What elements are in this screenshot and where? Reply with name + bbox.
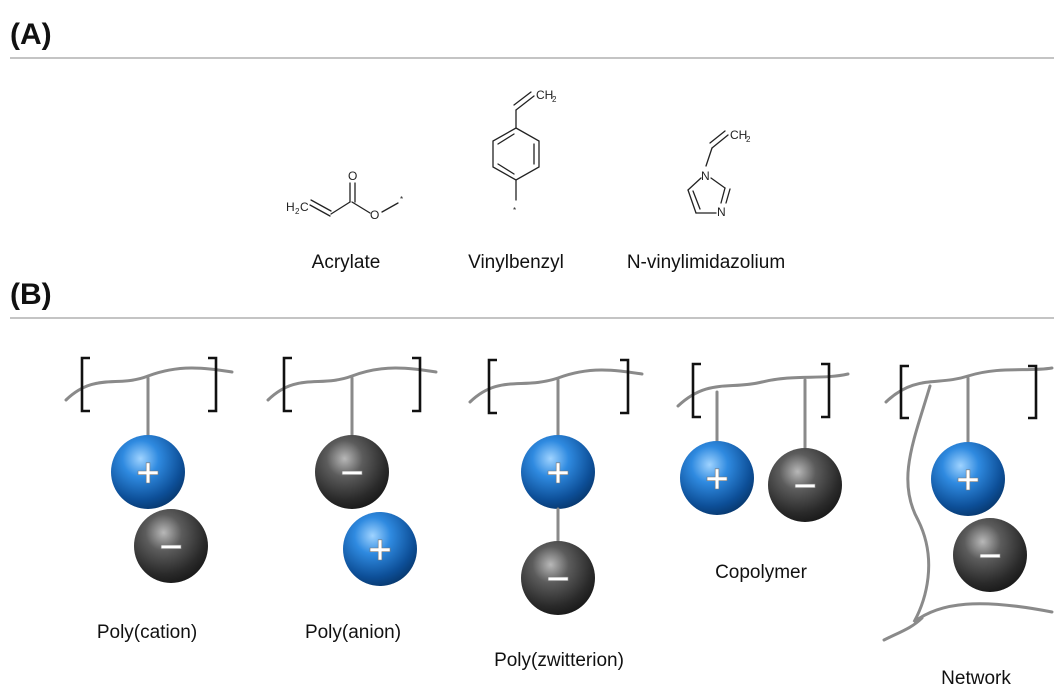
- acrylate-bond: [351, 201, 371, 214]
- acrylate-structure: H 2 C O O *: [286, 169, 403, 222]
- negative-sign: −: [545, 559, 572, 597]
- anion-ball: [521, 541, 595, 615]
- anion-sphere: −: [315, 435, 389, 509]
- cation-ball: [343, 512, 417, 586]
- imidazole-double-bond: [725, 188, 731, 204]
- repeat-bracket-left: [487, 358, 497, 415]
- panel-a-label: (A): [10, 18, 52, 51]
- cation-sphere: +: [680, 441, 754, 515]
- polyanion-diagram: − +: [266, 356, 438, 586]
- crosslink-chain: [906, 384, 1054, 624]
- acrylate-carbonyl-o: O: [348, 169, 357, 183]
- cation-ball: [680, 441, 754, 515]
- negative-sign: −: [977, 536, 1004, 574]
- copolymer-diagram: + −: [676, 362, 850, 522]
- imidazole-bond: [710, 177, 726, 189]
- polymer-backbone: [468, 368, 644, 404]
- acrylate-bond: [381, 202, 399, 213]
- acrylate-caption: Acrylate: [312, 252, 381, 273]
- anion-ball: [768, 448, 842, 522]
- imidazole-n1: N: [701, 169, 710, 183]
- benzene-inner-bond: [497, 163, 515, 175]
- acrylate-h-label: H: [286, 200, 295, 214]
- imidazole-double-bond: [692, 190, 701, 210]
- repeat-bracket-left: [899, 364, 909, 420]
- anion-sphere: −: [134, 509, 208, 583]
- positive-sign: +: [135, 453, 162, 491]
- acrylate-attach-point: *: [400, 195, 403, 204]
- polycation-diagram: + −: [64, 356, 234, 583]
- imidazole-bond: [687, 189, 697, 214]
- imidazole-bond: [720, 187, 726, 204]
- polyzwitterion-diagram: + −: [468, 358, 644, 615]
- cation-sphere: +: [521, 435, 595, 509]
- acrylate-bond: [330, 201, 351, 215]
- cation-ball: [111, 435, 185, 509]
- vinylimidazolium-caption: N-vinylimidazolium: [627, 252, 785, 273]
- polyzwitterion-caption: Poly(zwitterion): [494, 650, 624, 671]
- crosslink-chain-end: [882, 616, 924, 642]
- anion-sphere: −: [521, 541, 595, 615]
- polymer-backbone: [676, 372, 850, 408]
- cation-sphere: +: [111, 435, 185, 509]
- positive-sign: +: [704, 459, 731, 497]
- positive-sign: +: [955, 460, 982, 498]
- repeat-bracket-right: [1028, 364, 1038, 420]
- repeat-bracket-right: [412, 356, 422, 413]
- imidazole-n3: N: [717, 205, 726, 219]
- positive-sign: +: [545, 453, 572, 491]
- vinylimidazolium-structure: CH 2 N N: [687, 128, 751, 219]
- vinylbenzyl-attach-point: *: [513, 206, 516, 215]
- repeat-bracket-left: [282, 356, 292, 413]
- acrylate-sub-2: 2: [295, 207, 300, 216]
- cation-sphere: +: [931, 442, 1005, 516]
- anion-sphere: −: [953, 518, 1027, 592]
- repeat-bracket-right: [821, 362, 831, 419]
- vinylimidazolium-vinyl-double-bond: [709, 130, 726, 144]
- negative-sign: −: [339, 453, 366, 491]
- repeat-bracket-left: [80, 356, 90, 413]
- repeat-bracket-left: [691, 362, 701, 419]
- vinylbenzyl-caption: Vinylbenzyl: [468, 252, 564, 273]
- vinylbenzyl-vinyl-double-bond: [513, 91, 532, 106]
- acrylate-c-label: C: [300, 200, 309, 214]
- polyanion-caption: Poly(anion): [305, 622, 401, 643]
- polymer-backbone: [884, 366, 1054, 404]
- negative-sign: −: [792, 466, 819, 504]
- acrylate-double-bond: [310, 199, 332, 212]
- panel-b-label: (B): [10, 278, 52, 311]
- cation-ball: [931, 442, 1005, 516]
- vinylbenzyl-ch2-label: CH: [536, 88, 553, 102]
- cation-sphere: +: [343, 512, 417, 586]
- anion-ball: [953, 518, 1027, 592]
- vinylbenzyl-vinyl-bond: [515, 95, 535, 111]
- network-diagram: + −: [882, 364, 1054, 642]
- network-caption: Network: [941, 668, 1011, 688]
- cation-ball: [521, 435, 595, 509]
- vinylimidazolium-bond: [705, 147, 713, 167]
- vinylbenzyl-structure: CH 2 *: [492, 88, 557, 215]
- polymer-backbone: [266, 366, 438, 402]
- copolymer-caption: Copolymer: [715, 562, 808, 583]
- vinylbenzyl-sub-2: 2: [552, 95, 557, 104]
- vinylimidazolium-vinyl-bond: [711, 134, 729, 149]
- imidazole-bond: [687, 177, 702, 191]
- benzene-inner-bond: [497, 133, 515, 145]
- benzene-ring: [492, 127, 540, 181]
- vinylimidazolium-ch2-label: CH: [730, 128, 747, 142]
- anion-ball: [134, 509, 208, 583]
- acrylate-bond: [309, 204, 331, 217]
- negative-sign: −: [158, 527, 185, 565]
- repeat-bracket-right: [208, 356, 218, 413]
- anion-ball: [315, 435, 389, 509]
- polycation-caption: Poly(cation): [97, 622, 197, 643]
- acrylate-ester-o: O: [370, 208, 379, 222]
- positive-sign: +: [367, 530, 394, 568]
- polymer-backbone: [64, 366, 234, 402]
- anion-sphere: −: [768, 448, 842, 522]
- vinylimidazolium-sub-2: 2: [746, 135, 751, 144]
- repeat-bracket-right: [620, 358, 630, 415]
